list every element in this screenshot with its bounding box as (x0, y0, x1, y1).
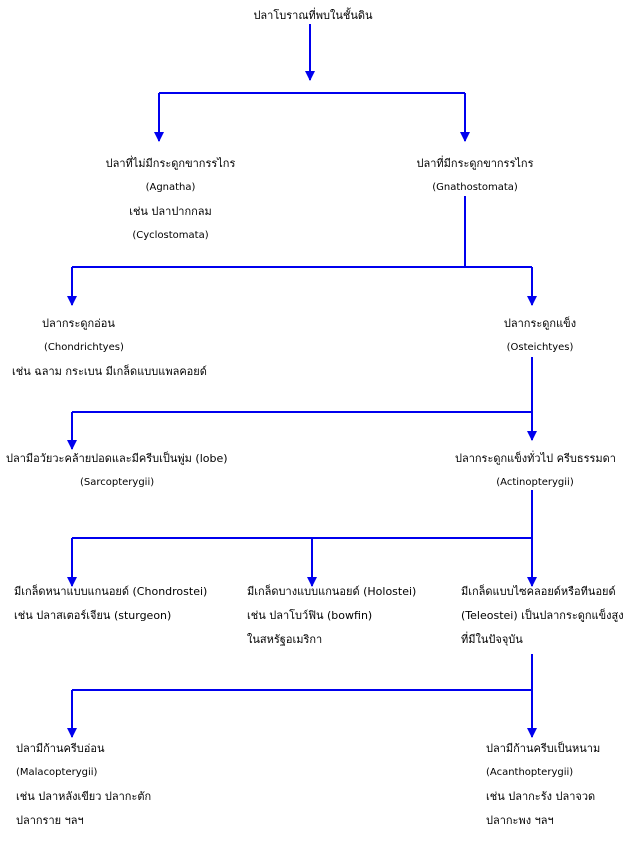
acanthopterygii-example1: เช่น ปลากะรัง ปลาจวด (486, 790, 596, 803)
teleostei-line1: มีเกล็ดแบบไซคลอยด์หรือทีนอยด์ (461, 585, 616, 598)
agnatha-sci: (Agnatha) (145, 182, 196, 193)
acanthopterygii-node: ปลามีก้านครีบเป็นหนาม (Acanthopterygii) … (486, 737, 621, 833)
chondrichthyes-sci: (Chondrichtyes) (44, 342, 124, 353)
gnathostomata-title: ปลาที่มีกระดูกขากรรไกร (416, 157, 534, 170)
chondrostei-node: มีเกล็ดหนาแบบแกนอยด์ (Chondrostei) เช่น … (14, 580, 224, 628)
actinopterygii-title: ปลากระดูกแข็งทั่วไป ครีบธรรมดา (455, 452, 616, 465)
agnatha-title: ปลาที่ไม่มีกระดูกขากรรไกร (105, 157, 236, 170)
actinopterygii-sci: (Actinopterygii) (496, 477, 574, 488)
acanthopterygii-sci: (Acanthopterygii) (486, 767, 574, 778)
holostei-line1: มีเกล็ดบางแบบแกนอยด์ (Holostei) (247, 585, 417, 598)
teleostei-line3: ที่มีในปัจจุบัน (461, 633, 523, 646)
gnathostomata-node: ปลาที่มีกระดูกขากรรไกร (Gnathostomata) (400, 152, 550, 200)
teleostei-node: มีเกล็ดแบบไซคลอยด์หรือทีนอยด์ (Teleostei… (461, 580, 624, 652)
actinopterygii-node: ปลากระดูกแข็งทั่วไป ครีบธรรมดา (Actinopt… (455, 447, 616, 495)
gnathostomata-sci: (Gnathostomata) (432, 182, 518, 193)
chondrichthyes-example: เช่น ฉลาม กระเบน มีเกล็ดแบบแพลคอยด์ (12, 365, 207, 378)
chondrichthyes-node: ปลากระดูกอ่อน (Chondrichtyes) เช่น ฉลาม … (12, 312, 232, 384)
teleostei-line2: (Teleostei) เป็นปลากระดูกแข็งสูง (461, 609, 624, 622)
sarcopterygii-node: ปลามีอวัยวะคล้ายปอดและมีครีบเป็นพู่ม (lo… (6, 447, 246, 495)
holostei-line3: ในสหรัฐอเมริกา (247, 633, 323, 646)
sarcopterygii-sci: (Sarcopterygii) (80, 477, 155, 488)
malacopterygii-example1: เช่น ปลาหลังเขียว ปลากะตัก (16, 790, 152, 803)
acanthopterygii-title: ปลามีก้านครีบเป็นหนาม (486, 742, 601, 755)
malacopterygii-title: ปลามีก้านครีบอ่อน (16, 742, 105, 755)
malacopterygii-node: ปลามีก้านครีบอ่อน (Malacopterygii) เช่น … (16, 737, 196, 833)
agnatha-example-sci: (Cyclostomata) (132, 230, 209, 241)
holostei-node: มีเกล็ดบางแบบแกนอยด์ (Holostei) เช่น ปลา… (247, 580, 447, 652)
agnatha-node: ปลาที่ไม่มีกระดูกขากรรไกร (Agnatha) เช่น… (88, 152, 253, 248)
malacopterygii-sci: (Malacopterygii) (16, 767, 98, 778)
osteichthyes-node: ปลากระดูกแข็ง (Osteichtyes) (490, 312, 590, 360)
malacopterygii-example2: ปลากราย ฯลฯ (16, 814, 84, 827)
chondrichthyes-title: ปลากระดูกอ่อน (42, 317, 115, 330)
agnatha-example: เช่น ปลาปากกลม (129, 205, 212, 218)
chondrostei-line2: เช่น ปลาสเตอร์เจียน (sturgeon) (14, 609, 172, 622)
osteichthyes-sci: (Osteichtyes) (506, 342, 574, 353)
chondrostei-line1: มีเกล็ดหนาแบบแกนอยด์ (Chondrostei) (14, 585, 208, 598)
sarcopterygii-title: ปลามีอวัยวะคล้ายปอดและมีครีบเป็นพู่ม (lo… (6, 452, 228, 465)
holostei-line2: เช่น ปลาโบว์ฟิน (bowfin) (247, 609, 373, 622)
acanthopterygii-example2: ปลากะพง ฯลฯ (486, 814, 554, 827)
root-title: ปลาโบราณที่พบในชั้นดิน (253, 9, 373, 22)
root-node: ปลาโบราณที่พบในชั้นดิน (228, 4, 398, 28)
osteichthyes-title: ปลากระดูกแข็ง (503, 317, 577, 330)
